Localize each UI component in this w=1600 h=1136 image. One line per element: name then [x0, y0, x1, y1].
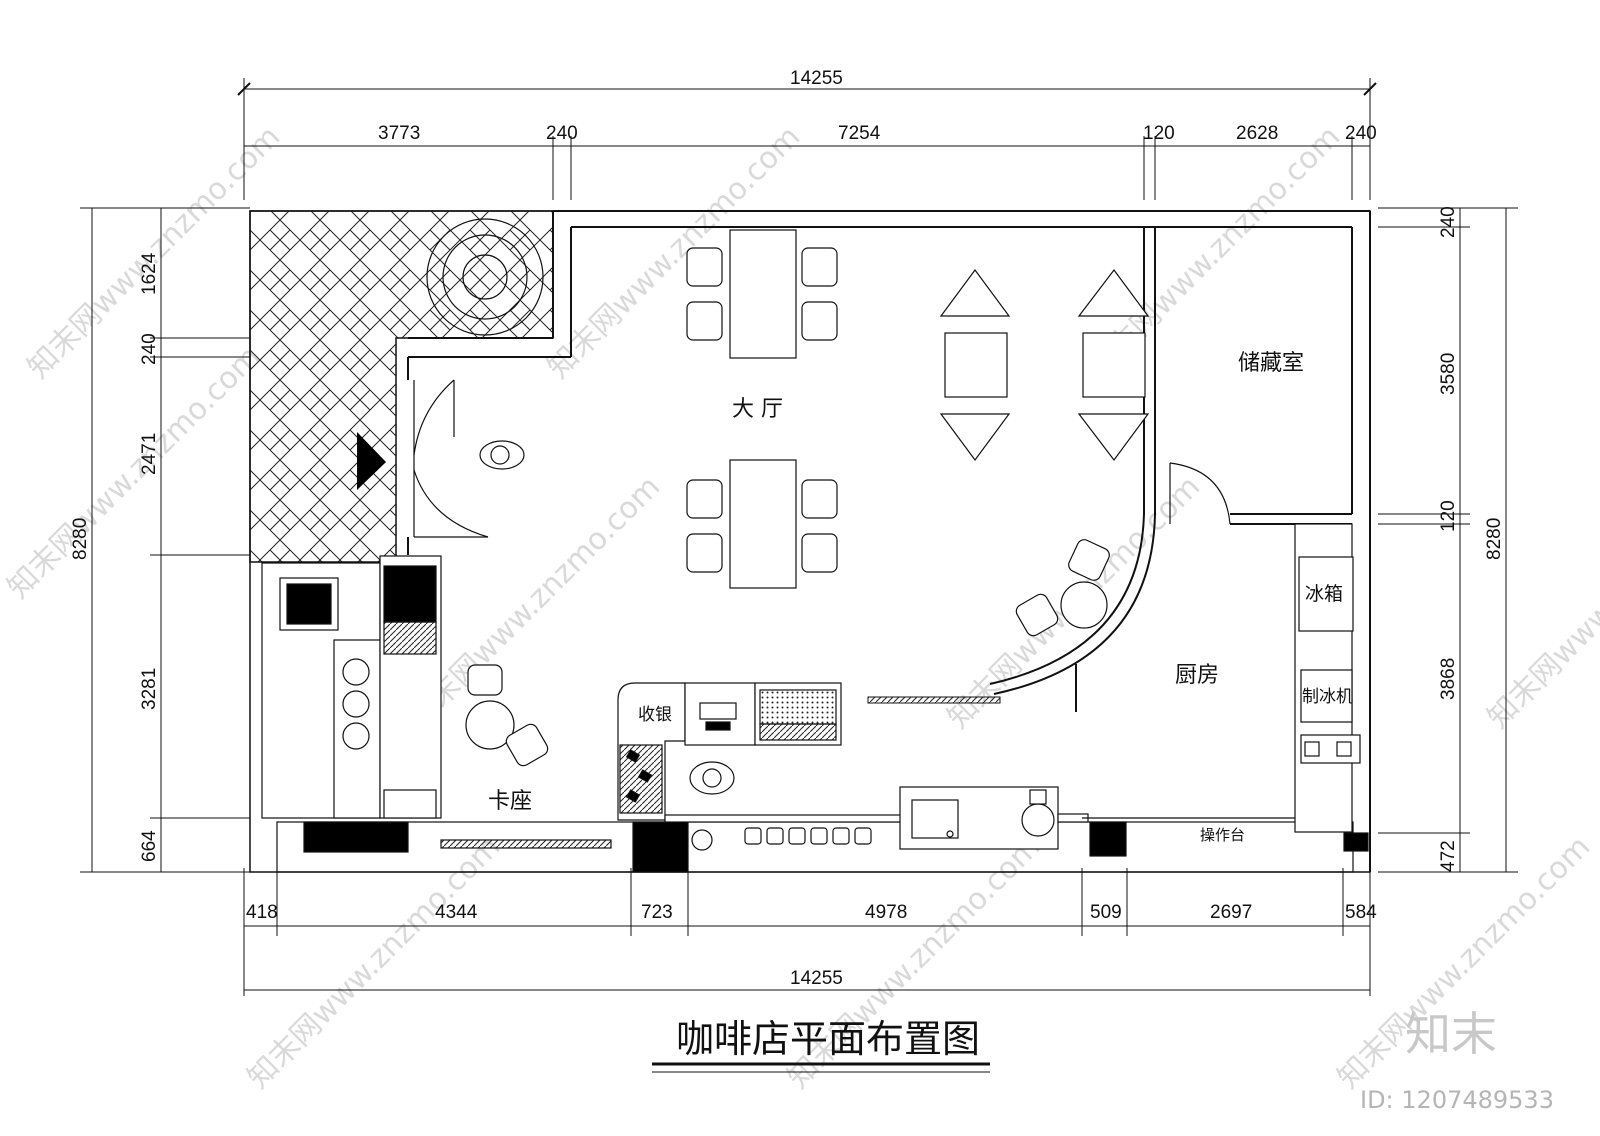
dim-left-4: 664 [139, 830, 160, 862]
dim-right-total: 8280 [1484, 518, 1505, 560]
dim-bottom-total: 14255 [790, 968, 843, 989]
dining-table-1 [686, 229, 838, 359]
hall-label: 大 厅 [732, 397, 783, 422]
round-table-booth [465, 664, 549, 767]
dim-bottom-5: 2697 [1210, 902, 1252, 923]
dim-top-5: 240 [1345, 123, 1377, 144]
dim-bottom-0: 418 [246, 902, 278, 923]
dim-left-total: 8280 [70, 518, 91, 560]
dim-left-3: 3281 [139, 668, 160, 710]
room-labels: 大 厅 储藏室 厨房 卡座 收银 冰箱 制冰机 操作台 [488, 351, 1353, 844]
dim-top-4: 2628 [1236, 123, 1278, 144]
dim-top-2: 7254 [838, 123, 881, 144]
dim-right-1: 3580 [1438, 353, 1459, 395]
dim-top-1: 240 [546, 123, 578, 144]
dim-right-3: 3868 [1438, 658, 1459, 700]
plant-icon [426, 218, 544, 336]
kitchen-label: 厨房 [1175, 663, 1219, 688]
entrance-arrow-icon [357, 432, 386, 490]
watermark-text: 知末网www.znzmo.com [241, 829, 507, 1095]
image-id: ID: 1207489533 [1360, 1086, 1554, 1114]
sofa-set-2 [1077, 268, 1150, 462]
round-table-hall [1015, 539, 1110, 637]
dim-bottom-2: 723 [641, 902, 673, 923]
terrace-floor [249, 210, 554, 563]
dim-bottom-4: 509 [1090, 902, 1122, 923]
workbench-label: 操作台 [1200, 826, 1245, 844]
dim-bottom-1: 4344 [435, 902, 478, 923]
entrance-door [413, 379, 489, 538]
fridge-label: 冰箱 [1305, 583, 1343, 605]
dim-left-2: 2471 [139, 433, 160, 475]
watermark-text: 知末网www.znzmo.com [1481, 469, 1600, 735]
kitchen-equipment [899, 523, 1361, 850]
dimension-labels: 14255 3773 240 7254 120 2628 240 418 434… [70, 68, 1505, 989]
ice-machine-label: 制冰机 [1302, 687, 1353, 707]
dim-left-1: 240 [139, 333, 160, 365]
drawing-title: 咖啡店平面布置图 [652, 1017, 990, 1073]
brand-logo: 知末 [1405, 1007, 1497, 1061]
dimension-lines [80, 78, 1518, 996]
partition-rail [867, 696, 1001, 704]
dim-top-total: 14255 [790, 68, 843, 89]
booth-label: 卡座 [488, 789, 532, 814]
dim-top-3: 120 [1143, 123, 1175, 144]
person-icon [479, 440, 525, 470]
storage-label: 储藏室 [1238, 351, 1304, 376]
sofa-set-1 [939, 268, 1011, 462]
cashier-label: 收银 [638, 705, 672, 725]
dining-table-2 [686, 459, 838, 589]
dim-right-2: 120 [1438, 500, 1459, 532]
dim-right-0: 240 [1438, 206, 1459, 238]
cashier-counter [617, 682, 906, 851]
dim-bottom-3: 4978 [865, 902, 907, 923]
dim-left-0: 1624 [139, 252, 160, 295]
booth-seating [261, 555, 442, 819]
dim-bottom-6: 584 [1345, 902, 1377, 923]
watermark-layer: 知末网www.znzmo.com 知末网www.znzmo.com 知末网www… [1, 119, 1600, 1095]
page-title: 咖啡店平面布置图 [676, 1017, 980, 1061]
dim-right-4: 472 [1438, 840, 1459, 872]
storage-door [1169, 462, 1231, 525]
dim-top-0: 3773 [378, 123, 420, 144]
